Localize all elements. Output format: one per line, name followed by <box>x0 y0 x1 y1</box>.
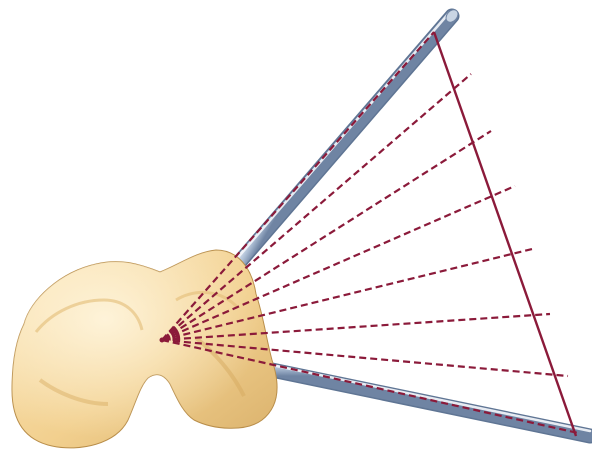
dashed-ray-2 <box>162 74 471 340</box>
femur-bone <box>12 250 277 448</box>
upper-rod <box>234 7 460 265</box>
solid-connector-line <box>434 32 576 436</box>
